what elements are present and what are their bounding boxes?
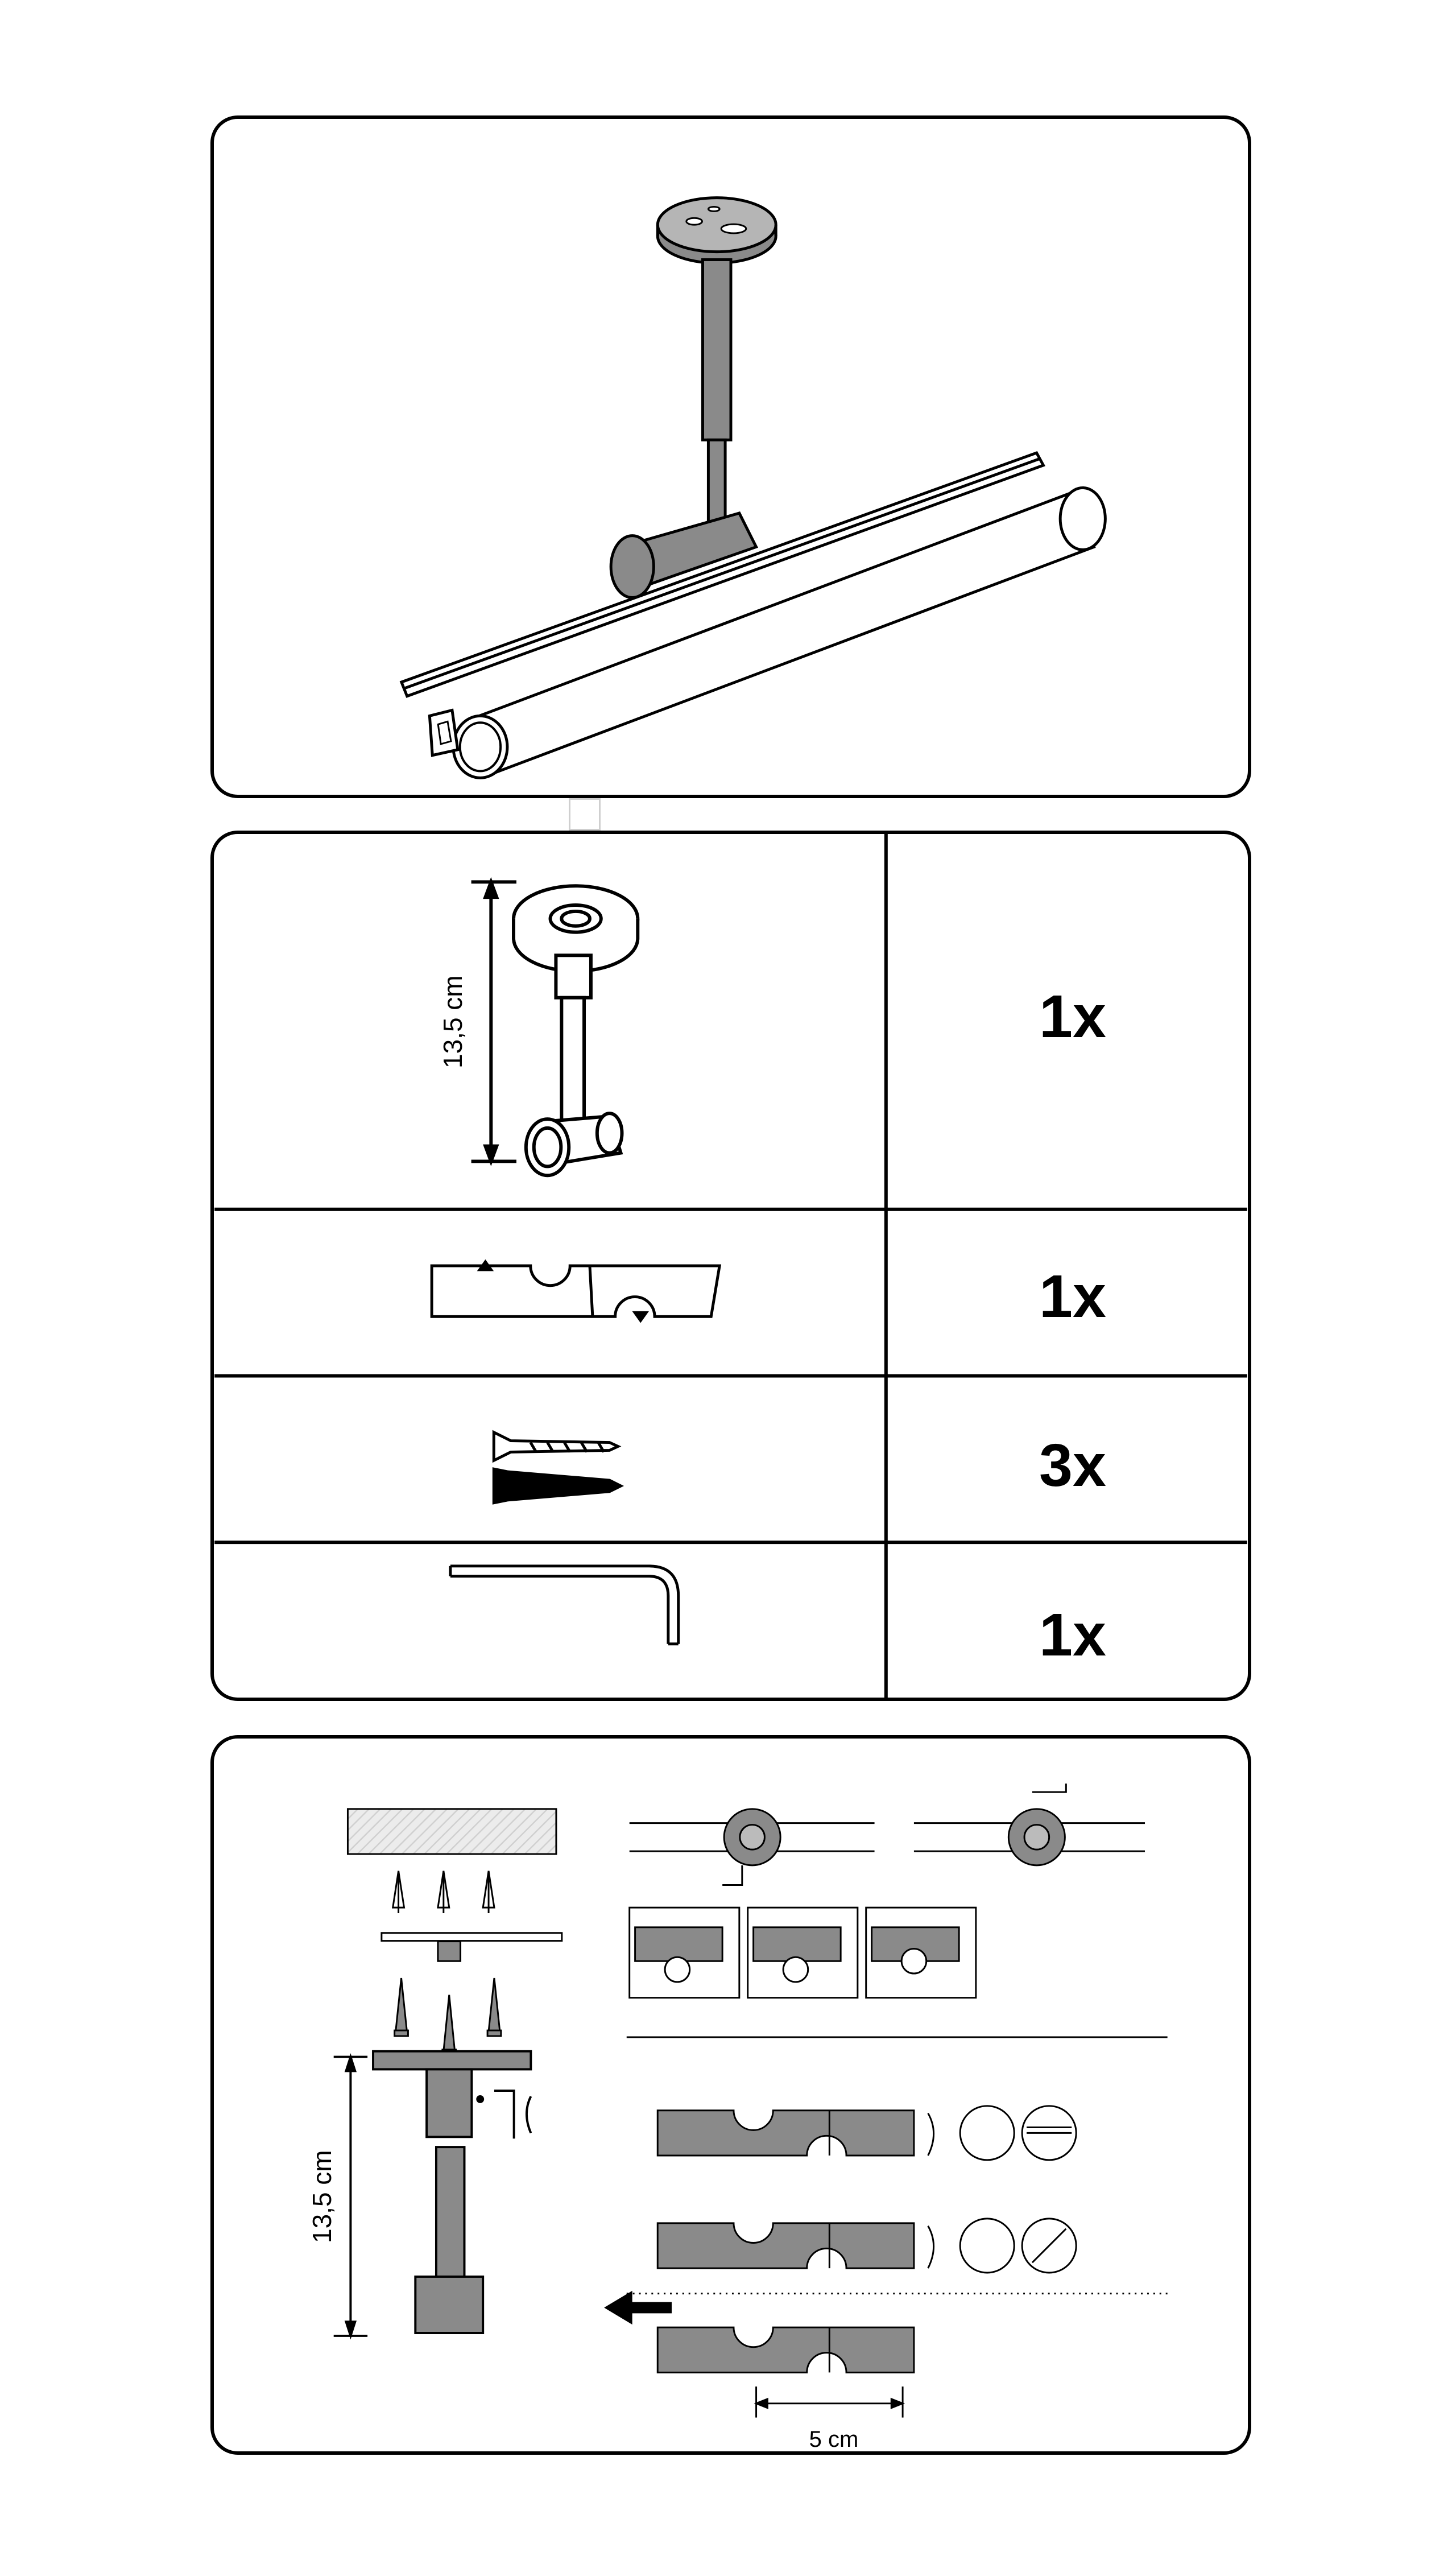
assembled-bracket-illustration bbox=[399, 196, 1107, 779]
bracket-elevation-step bbox=[333, 2050, 532, 2340]
adapter-orientation-step bbox=[626, 2105, 1168, 2418]
quantity-screws: 3x bbox=[1039, 1432, 1106, 1499]
assembly-steps-panel: 13,5 cm 5 cm bbox=[210, 1735, 1251, 2455]
product-overview-panel bbox=[210, 115, 1251, 798]
assembly-illustrations bbox=[333, 1783, 1168, 2418]
parts-list-panel: 1x 1x 3x 1x 13,5 cm bbox=[210, 831, 1251, 1701]
quantity-adapter: 1x bbox=[1039, 1263, 1106, 1330]
insert-arrow-icon bbox=[604, 2290, 672, 2325]
ceiling-mount-step bbox=[346, 1808, 563, 2057]
assembly-height-label: 13,5 cm bbox=[307, 2150, 337, 2243]
rotation-diagrams bbox=[626, 1783, 1168, 2038]
ceiling-bracket-drawing bbox=[471, 877, 640, 1178]
rail-adapter-drawing bbox=[430, 1259, 722, 1323]
bracket-height-label: 13,5 cm bbox=[438, 975, 468, 1068]
quantity-allen-key: 1x bbox=[1039, 1601, 1106, 1669]
screw-plug-drawing bbox=[492, 1430, 624, 1505]
panel-connector bbox=[569, 798, 601, 831]
allen-key-drawing bbox=[449, 1564, 680, 1646]
adapter-spacing-label: 5 cm bbox=[809, 2427, 859, 2452]
quantity-bracket: 1x bbox=[1039, 983, 1106, 1050]
parts-table-grid bbox=[214, 834, 1247, 1698]
